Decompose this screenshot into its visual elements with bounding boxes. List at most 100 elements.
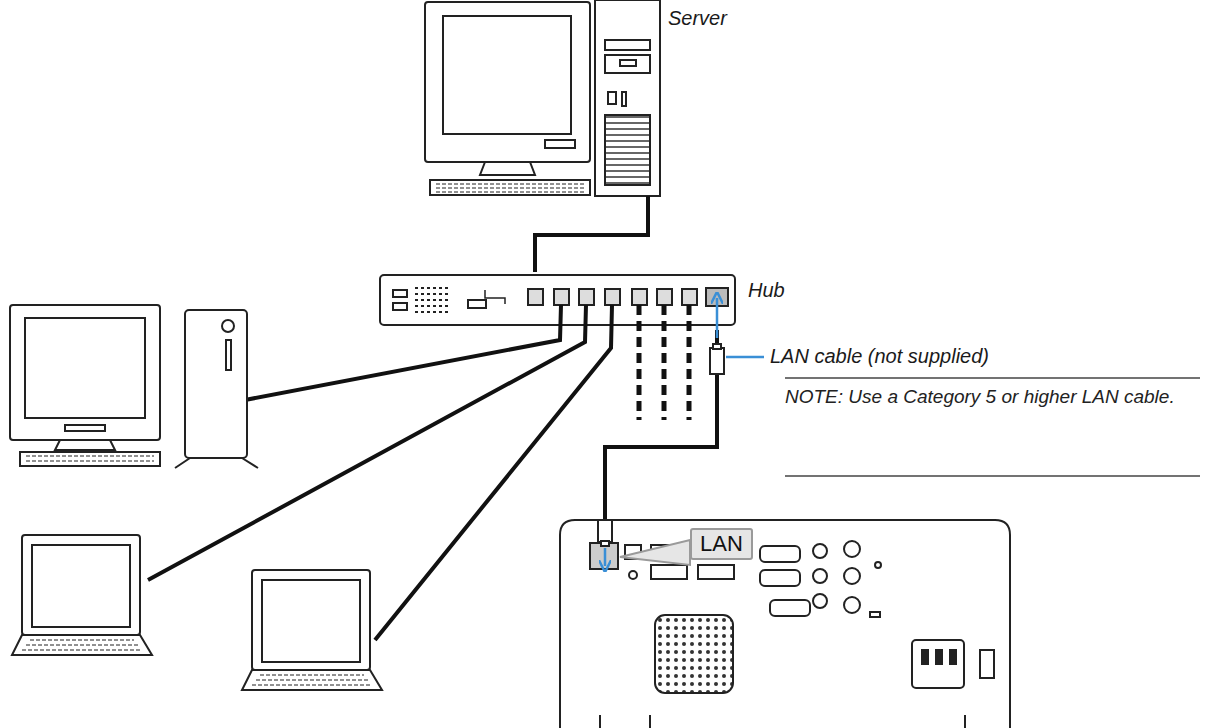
server-computer-part xyxy=(622,92,626,106)
server-computer-part xyxy=(595,0,660,196)
desktop-computer-part xyxy=(10,305,160,440)
projector-part xyxy=(980,650,994,678)
lan-plugs-part xyxy=(601,541,609,546)
projector-part xyxy=(844,541,860,557)
pc-cables-part xyxy=(245,305,561,400)
node-label: Hub xyxy=(748,278,785,302)
server-computer-part xyxy=(436,184,584,192)
projector-part xyxy=(813,569,827,583)
server-computer-part xyxy=(605,55,650,73)
server-computer-part xyxy=(605,40,650,50)
projector-part xyxy=(875,562,881,568)
projector-part xyxy=(912,640,964,688)
projector-part xyxy=(760,570,800,586)
projector-part xyxy=(870,612,880,617)
projector-part xyxy=(651,565,687,579)
projector-part xyxy=(560,520,1010,728)
hub-device-part xyxy=(528,289,543,305)
desktop-computer xyxy=(10,305,258,468)
insert-arrows-part xyxy=(716,298,719,338)
laptop-computer-part xyxy=(252,570,370,670)
projector-part xyxy=(770,600,810,616)
projector-part xyxy=(760,546,800,562)
lan-plugs xyxy=(598,344,724,546)
server-computer-part xyxy=(605,115,650,185)
projector-part xyxy=(844,597,860,613)
hub-device-part xyxy=(605,289,620,305)
projector-part xyxy=(922,650,928,664)
pc-cables-part xyxy=(148,305,586,580)
laptop-computer-part xyxy=(12,635,152,655)
lan-plugs-part xyxy=(598,520,612,542)
lan-plugs-part xyxy=(713,344,721,349)
desktop-computer-part xyxy=(222,320,234,332)
laptop-computer-part xyxy=(262,580,360,662)
lan-cable xyxy=(605,330,717,520)
projector-part xyxy=(813,594,827,608)
server-computer-part xyxy=(425,2,590,162)
note-rules-part xyxy=(785,377,1200,379)
note-rules-part xyxy=(726,356,764,359)
server-computer-part xyxy=(443,16,571,134)
projector-part xyxy=(936,650,942,664)
server-computer-part xyxy=(480,162,535,175)
hub-device-part xyxy=(415,288,450,312)
server-computer-part xyxy=(545,140,575,148)
projector xyxy=(560,520,1010,728)
hub-device-part xyxy=(393,290,407,297)
hub-device-part xyxy=(468,300,486,308)
projector-part xyxy=(813,544,827,558)
laptop-computer-part xyxy=(22,640,142,650)
laptop-computer-part xyxy=(32,545,130,627)
server-computer-part xyxy=(608,92,616,104)
hub-device-part xyxy=(657,289,672,305)
cable-label: LAN cable (not supplied) xyxy=(770,344,989,368)
node-label: LAN xyxy=(690,528,753,560)
desktop-computer-part xyxy=(55,440,115,450)
pc-cables-part xyxy=(637,305,642,420)
hub-device-part xyxy=(380,275,735,325)
hub-device-part xyxy=(579,289,594,305)
desktop-computer-part xyxy=(26,456,154,461)
projector-node: LAN xyxy=(560,520,1010,728)
lan-cable xyxy=(535,196,648,272)
server-computer xyxy=(425,0,660,196)
laptop-computer-part xyxy=(242,670,382,690)
note-rules-part xyxy=(785,475,1200,477)
hub-device-part xyxy=(554,289,569,305)
hub-device xyxy=(380,275,735,325)
desktop-computer-part xyxy=(65,425,105,431)
hub-node: Hub xyxy=(380,272,789,330)
insert-arrows-part xyxy=(604,548,607,566)
pc-cables-part xyxy=(662,305,667,420)
laptop-computer-part xyxy=(252,675,372,685)
desktop-computer-part xyxy=(226,340,231,370)
laptop-computer-part xyxy=(22,535,140,635)
hub-device-part xyxy=(485,290,505,304)
note-text: NOTE: Use a Category 5 or higher LAN cab… xyxy=(785,384,1185,410)
pc-cables-part xyxy=(687,305,692,420)
node-label: Server xyxy=(668,6,727,30)
desktop-computer-part xyxy=(20,452,160,466)
projector-part xyxy=(620,540,690,565)
hub-device-part xyxy=(393,303,407,310)
hub-device-part xyxy=(682,289,697,305)
projector-part xyxy=(655,615,733,693)
server-node: Server xyxy=(425,0,731,196)
insert-arrows xyxy=(605,298,717,566)
projector-part xyxy=(698,565,734,579)
note-rules xyxy=(726,357,1200,476)
desktop-computer-part xyxy=(185,310,247,458)
desktop-computer-part xyxy=(25,318,145,418)
server-computer-part xyxy=(620,60,636,66)
hub-device-part xyxy=(632,289,647,305)
desktop-computer-part xyxy=(175,458,258,468)
projector-part xyxy=(950,650,956,664)
lan-plugs-part xyxy=(710,348,724,374)
laptop-computer xyxy=(12,535,382,690)
server-computer-part xyxy=(430,180,590,195)
projector-part xyxy=(600,715,965,728)
